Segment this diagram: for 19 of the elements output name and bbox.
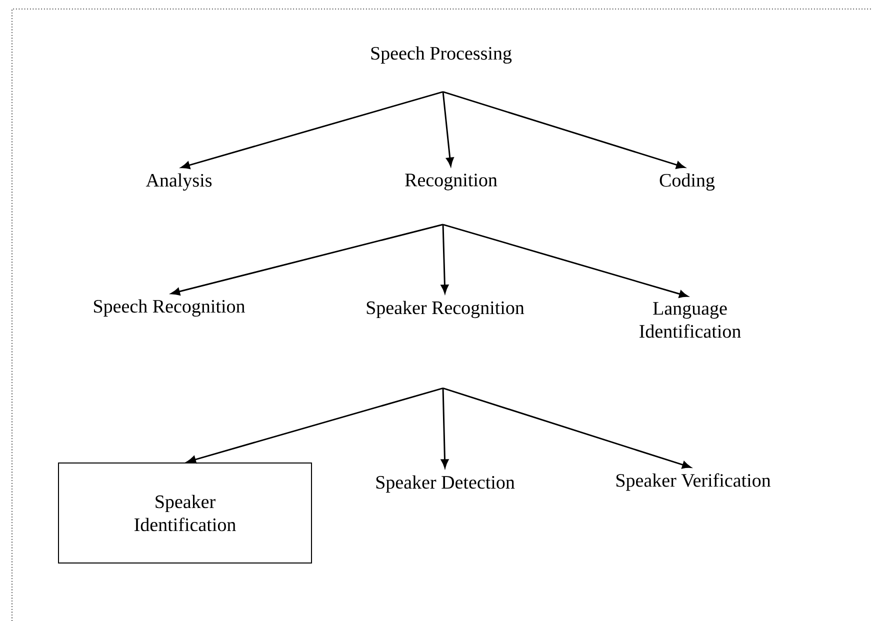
- arrow: [442, 91, 686, 169]
- node-label: Speech Processing: [371, 46, 512, 64]
- node-label: Speaker Recognition: [366, 300, 524, 318]
- node-label: Analysis: [146, 173, 212, 191]
- arrow: [442, 224, 688, 298]
- node-label: Speaker Detection: [376, 475, 515, 493]
- arrow: [171, 224, 444, 296]
- arrow: [181, 91, 444, 170]
- arrow: [187, 387, 444, 464]
- node-label: Speech Recognition: [94, 299, 245, 317]
- arrow: [440, 388, 449, 468]
- node-label: Language Identification: [640, 302, 741, 338]
- node-label: Recognition: [405, 174, 498, 190]
- process-box: Speaker Identification: [58, 462, 312, 564]
- node-label: Speaker Verification: [616, 473, 771, 491]
- arrow: [442, 387, 692, 469]
- node-label: Coding: [660, 173, 715, 191]
- arrow: [440, 224, 449, 294]
- arrow: [442, 92, 454, 166]
